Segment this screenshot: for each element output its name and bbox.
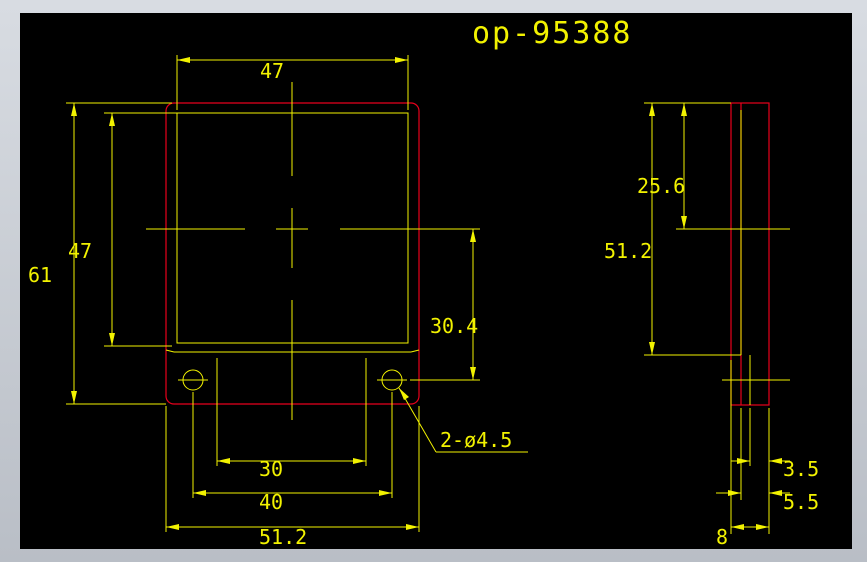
dim-51-2-bottom: 51.2	[165, 406, 420, 549]
tab-corner-right	[410, 349, 420, 353]
label-side-height: 51.2	[604, 239, 652, 263]
side-view	[710, 102, 790, 406]
label-bottom-width: 51.2	[259, 525, 307, 549]
drawing: op-95388 47 6	[28, 16, 819, 549]
label-inner-height: 47	[68, 239, 92, 263]
label-side-5-5: 5.5	[783, 490, 819, 514]
label-side-8: 8	[716, 525, 728, 549]
label-total-height: 61	[28, 263, 52, 287]
label-side-upper: 25.6	[637, 174, 685, 198]
dim-side-bottom: 3.5 5.5 8	[716, 360, 819, 549]
label-top-width: 47	[260, 59, 284, 83]
dim-61: 61	[28, 102, 172, 405]
label-hole-offset: 30.4	[430, 314, 478, 338]
dim-40: 40	[192, 392, 393, 514]
label-hole-spacing: 40	[259, 490, 283, 514]
label-holes: 2-ø4.5	[440, 428, 512, 452]
front-view	[146, 82, 440, 420]
dim-47-inner: 47	[68, 112, 177, 347]
dim-25-6: 25.6	[637, 102, 731, 230]
dim-30: 30	[216, 358, 367, 481]
dim-30-4: 30.4	[410, 228, 480, 381]
dim-holes-leader: 2-ø4.5	[398, 387, 528, 453]
label-hole-spacing-inner: 30	[259, 457, 283, 481]
dim-top-47: 47	[176, 55, 409, 110]
cad-canvas[interactable]: op-95388 47 6	[20, 13, 852, 549]
drawing-title: op-95388	[472, 16, 633, 51]
tab-corner-left	[165, 349, 175, 353]
dim-51-2-side: 51.2	[604, 102, 731, 356]
label-side-3-5: 3.5	[783, 457, 819, 481]
